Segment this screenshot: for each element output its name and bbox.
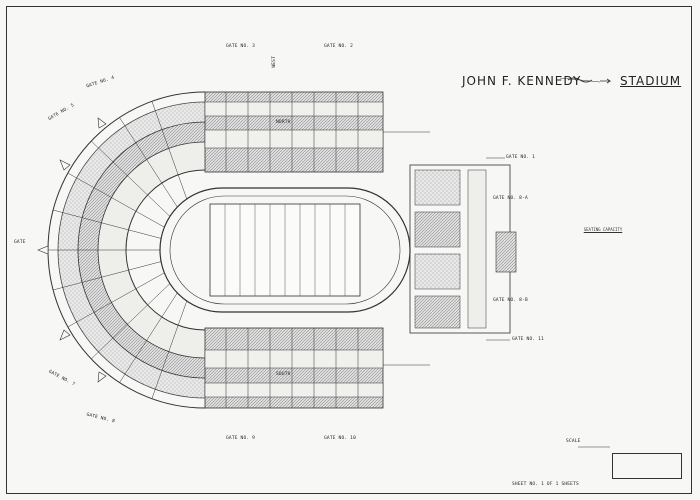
gate-left-label: GATE — [14, 240, 26, 245]
gate-2-label: GATE NO. 2 — [324, 44, 354, 49]
drawing-title-prefix: JOHN F. KENNEDY — [462, 74, 582, 88]
south-stand — [204, 327, 384, 409]
legend-header: SEATING CAPACITY — [583, 227, 623, 232]
capacity-legend: SEATING CAPACITY — [543, 225, 663, 238]
sheet-border — [6, 6, 692, 494]
west-label: WEST — [272, 56, 277, 68]
north-label: NORTH — [276, 120, 291, 125]
title-block-stamp — [612, 453, 682, 479]
section-dividers — [225, 92, 359, 408]
south-label: SOUTH — [276, 372, 291, 377]
north-stand — [204, 91, 384, 173]
gate-1-label: GATE NO. 1 — [506, 155, 536, 160]
title-flourish — [567, 77, 593, 83]
gate-11-label: GATE NO. 11 — [512, 337, 545, 342]
gate-9-label: GATE NO. 9 — [226, 436, 256, 441]
outer-fins — [37, 117, 107, 383]
gate-8b-label: GATE NO. 8-B — [493, 298, 528, 303]
gate-3-label: GATE NO. 3 — [226, 44, 256, 49]
gate-10-label: GATE NO. 10 — [324, 436, 357, 441]
scale-label: SCALE — [566, 439, 581, 444]
gate-8a-label: GATE NO. 8-A — [493, 196, 528, 201]
drawing-title-suffix: STADIUM — [620, 74, 682, 88]
east-stand — [409, 164, 517, 334]
track-and-field — [159, 187, 411, 313]
sheet-label: SHEET NO. 1 OF 1 SHEETS — [512, 482, 579, 487]
